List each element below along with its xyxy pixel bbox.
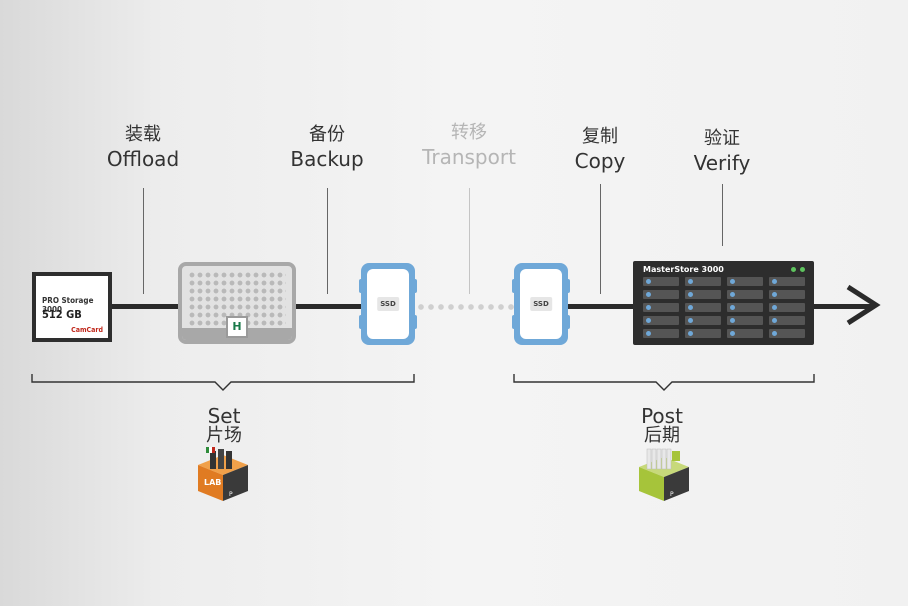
- stage-verify-label: 验证 Verify: [694, 128, 751, 176]
- ssd-right-label: SSD: [530, 297, 552, 311]
- svg-text:P: P: [670, 491, 674, 498]
- flow-line-out: [812, 304, 874, 309]
- drive-bay: [769, 290, 805, 299]
- post-brace: [513, 374, 815, 391]
- set-brace: [31, 374, 415, 391]
- lab-box-icon: LAB P: [198, 447, 248, 501]
- camera-card-model: PRO Storage 3000: [42, 296, 94, 314]
- drive-bay: [727, 303, 763, 312]
- drive-bay: [769, 303, 805, 312]
- stage-offload-en: Offload: [106, 147, 180, 171]
- ssd-right-notch-bl: [512, 315, 516, 329]
- verify-connector: [722, 184, 723, 246]
- drive-bay: [685, 329, 721, 338]
- drive-bay: [769, 329, 805, 338]
- drive-bay: [643, 277, 679, 286]
- camera-card-brand: CamCard: [71, 326, 103, 334]
- storage-server: MasterStore 3000: [633, 261, 814, 345]
- group-set-label: Set 片场: [206, 403, 242, 447]
- camera-card: PRO Storage 3000 512 GB CamCard: [32, 272, 112, 342]
- camera-card-capacity: 512 GB: [42, 308, 82, 321]
- drive-bay: [727, 316, 763, 325]
- group-post-zh: 后期: [643, 425, 680, 446]
- status-led-icon: [800, 267, 805, 272]
- group-set-en: Set: [207, 404, 241, 428]
- ssd-right-notch-tr: [566, 279, 570, 293]
- drive-bay: [685, 316, 721, 325]
- drive-bay: [643, 329, 679, 338]
- ssd-right-notch-tl: [512, 279, 516, 293]
- flow-line-copy: [565, 304, 637, 309]
- laptop-station: H: [178, 262, 296, 344]
- drive-bay: [727, 290, 763, 299]
- drive-bay: [685, 290, 721, 299]
- stage-backup-label: 备份 Backup: [290, 124, 363, 172]
- copy-connector: [600, 184, 601, 294]
- stage-transport-en: Transport: [422, 145, 516, 169]
- stage-offload-zh: 装载: [124, 124, 161, 145]
- ssd-left: SSD: [359, 263, 417, 345]
- drive-bay: [685, 277, 721, 286]
- stage-backup-zh: 备份: [309, 124, 345, 145]
- server-label: MasterStore 3000: [643, 265, 724, 274]
- drive-bay: [769, 277, 805, 286]
- stage-transport-zh: 转移: [450, 122, 487, 143]
- group-post-en: Post: [641, 404, 683, 428]
- drive-bays: [643, 277, 807, 338]
- stage-copy-en: Copy: [574, 149, 626, 173]
- post-box-icon: P: [639, 448, 689, 501]
- stage-verify-en: Verify: [693, 151, 751, 175]
- drive-bay: [727, 277, 763, 286]
- ssd-left-label: SSD: [377, 297, 399, 311]
- drive-bay: [769, 316, 805, 325]
- stage-offload-label: 装载 Offload: [107, 124, 179, 172]
- group-set-zh: 片场: [206, 425, 242, 446]
- ssd-right-notch-br: [566, 315, 570, 329]
- drive-bay: [643, 316, 679, 325]
- drive-bay: [727, 329, 763, 338]
- flow-line-transport: [416, 304, 516, 310]
- arrow-right-icon: [846, 284, 881, 326]
- transport-connector: [469, 188, 470, 294]
- stage-copy-zh: 复制: [581, 126, 618, 147]
- ssd-left-notch-bl: [359, 315, 363, 329]
- laptop-badge: H: [226, 316, 248, 338]
- drive-bay: [685, 303, 721, 312]
- lab-box-text: LAB: [204, 478, 221, 487]
- group-post-label: Post 后期: [641, 403, 683, 447]
- offload-connector: [143, 188, 144, 294]
- stage-transport-label: 转移 Transport: [422, 122, 516, 170]
- ssd-left-notch-tl: [359, 279, 363, 293]
- drive-bay: [643, 303, 679, 312]
- ssd-right: SSD: [512, 263, 570, 345]
- status-led-icon: [791, 267, 796, 272]
- ssd-left-notch-tr: [413, 279, 417, 293]
- stage-copy-label: 复制 Copy: [575, 126, 626, 174]
- svg-text:P: P: [229, 491, 233, 498]
- backup-connector: [327, 188, 328, 294]
- stage-backup-en: Backup: [290, 147, 364, 171]
- stage-verify-zh: 验证: [704, 128, 740, 149]
- ssd-left-notch-br: [413, 315, 417, 329]
- drive-bay: [643, 290, 679, 299]
